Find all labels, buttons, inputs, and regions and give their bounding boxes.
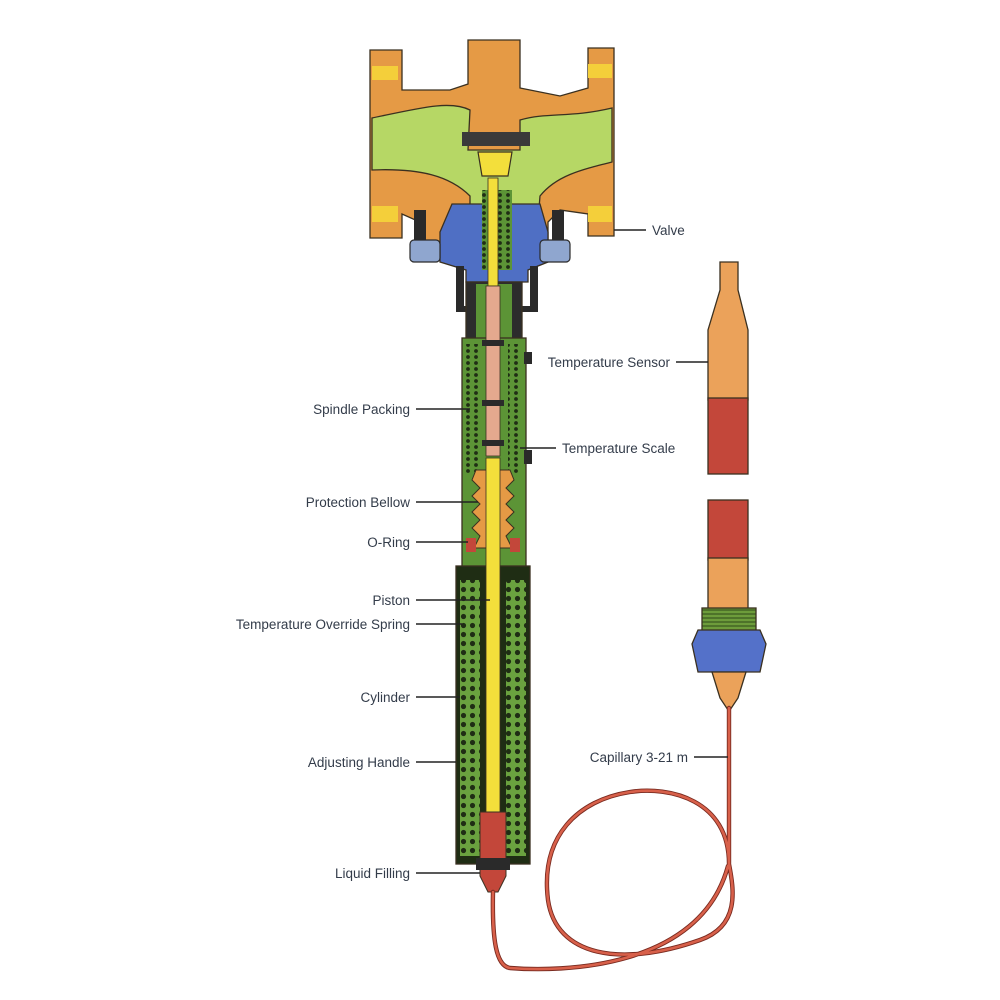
o-ring-right xyxy=(510,538,520,552)
flange-accent-left-bottom xyxy=(372,206,398,222)
piston xyxy=(485,457,501,817)
spindle-collar-2 xyxy=(482,400,504,406)
sensor-thread-nut xyxy=(701,607,757,633)
bolt-right-icon xyxy=(539,210,571,263)
label-valve: Valve xyxy=(652,223,685,238)
label-capillary: Capillary 3-21 m xyxy=(590,750,688,765)
scale-tab-top xyxy=(524,352,532,364)
label-temperature-override-spring: Temperature Override Spring xyxy=(236,617,410,632)
capillary-tube-core xyxy=(491,706,734,971)
spindle-upper xyxy=(487,177,499,287)
labels: Valve Temperature Sensor Spindle Packing… xyxy=(236,223,688,881)
thermostatic-actuator-cutaway-icon xyxy=(455,177,532,893)
label-cylinder: Cylinder xyxy=(360,690,410,705)
label-o-ring: O-Ring xyxy=(367,535,410,550)
flange-accent-right-bottom xyxy=(588,206,612,222)
cylinder-cap xyxy=(476,858,510,870)
capillary-tube-icon xyxy=(490,705,735,972)
spindle-collar-1 xyxy=(482,340,504,346)
spindle-pin xyxy=(485,285,501,457)
bonnet-clamp xyxy=(456,266,538,312)
override-spring-right xyxy=(506,580,526,856)
label-piston: Piston xyxy=(372,593,410,608)
valve-cone xyxy=(477,151,513,177)
sensor-tip xyxy=(707,261,749,401)
upper-packing-coils xyxy=(466,344,480,474)
sensor-upper-red xyxy=(707,397,749,475)
flange-accent-right-top xyxy=(588,64,612,78)
liquid-filling xyxy=(479,811,507,893)
label-spindle-packing: Spindle Packing xyxy=(313,402,410,417)
flange-accent-left-top xyxy=(372,66,398,80)
o-ring-left xyxy=(466,538,476,552)
leader-lines xyxy=(416,229,728,874)
scale-tab-bottom xyxy=(524,450,532,464)
sensor-lower-orange xyxy=(707,557,749,611)
spindle-collar-3 xyxy=(482,440,504,446)
label-adjusting-handle: Adjusting Handle xyxy=(308,755,410,770)
label-temperature-sensor: Temperature Sensor xyxy=(548,355,671,370)
override-spring-left xyxy=(460,580,480,856)
label-protection-bellow: Protection Bellow xyxy=(306,495,411,510)
sensor-lower-red xyxy=(707,499,749,561)
label-liquid-filling: Liquid Filling xyxy=(335,866,410,881)
valve-seat xyxy=(462,132,530,146)
temperature-sensor-bulb-icon xyxy=(691,261,767,711)
sensor-neck xyxy=(711,671,747,711)
sensor-blue-nut xyxy=(691,629,767,673)
upper-packing-coils-right xyxy=(508,344,522,474)
bolt-left-icon xyxy=(409,210,441,263)
label-temperature-scale: Temperature Scale xyxy=(562,441,675,456)
